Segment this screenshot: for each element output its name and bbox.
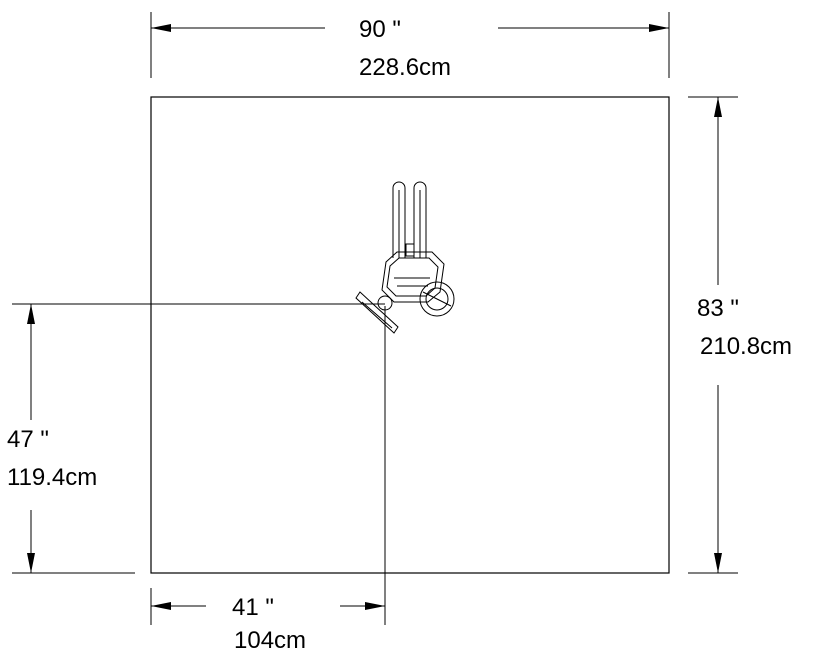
base-housing xyxy=(381,251,445,303)
offset-x-imperial-label: 41 " xyxy=(232,594,274,621)
footprint-boundary xyxy=(150,96,670,574)
seat-circle-inner xyxy=(425,287,449,311)
handlebar-left xyxy=(392,181,406,258)
offset-y-metric-label: 119.4cm xyxy=(7,464,97,491)
offset-x-metric-label: 104cm xyxy=(234,627,306,653)
offset-y-dimension: 47 " 119.4cm xyxy=(7,303,385,574)
width-metric-label: 228.6cm xyxy=(359,54,451,81)
handlebar-right xyxy=(413,181,427,258)
pedal-bar xyxy=(355,291,399,334)
seat-circle xyxy=(419,281,455,317)
width-dimension: 90 " 228.6cm xyxy=(150,12,670,81)
seat-detail xyxy=(422,291,452,307)
mounting-post xyxy=(377,295,393,311)
depth-imperial-label: 83 " xyxy=(697,295,739,322)
equipment-symbol xyxy=(355,181,455,334)
pedal-bar-center xyxy=(361,301,393,329)
depth-metric-label: 210.8cm xyxy=(700,333,792,360)
width-imperial-label: 90 " xyxy=(359,16,401,43)
offset-y-imperial-label: 47 " xyxy=(7,426,49,453)
depth-dimension: 83 " 210.8cm xyxy=(688,96,792,574)
center-hub xyxy=(405,243,415,257)
offset-x-dimension: 41 " 104cm xyxy=(150,306,386,653)
